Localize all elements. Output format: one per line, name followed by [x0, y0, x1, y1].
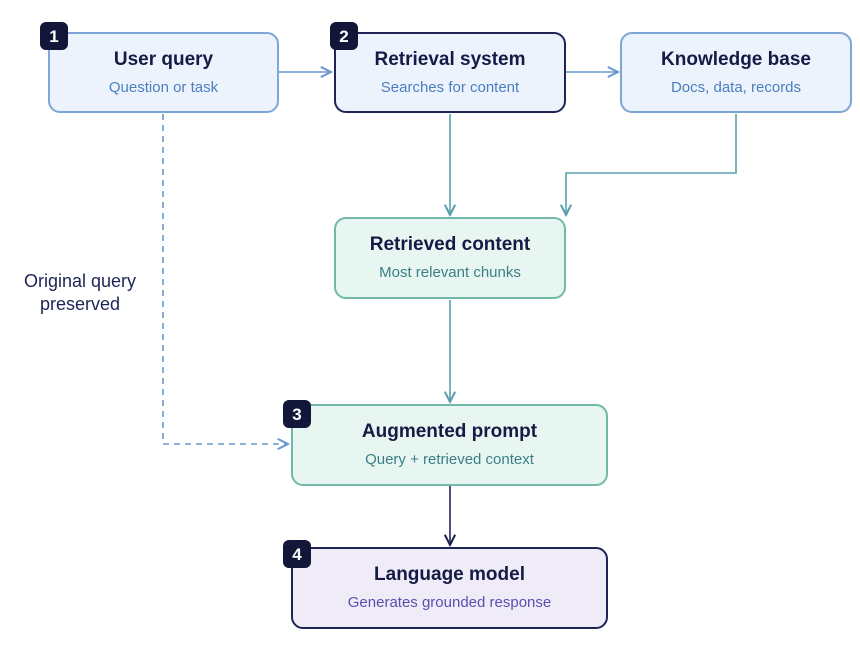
node-augmented-prompt: Augmented prompt Query + retrieved conte… [291, 404, 608, 486]
dashed-path-label-line1: Original query [23, 271, 137, 291]
node-retrieval-system: Retrieval system Searches for content [334, 32, 566, 113]
node-knowledge-base: Knowledge base Docs, data, records [620, 32, 852, 113]
step-badge-2: 2 [330, 22, 358, 50]
node-subtitle: Most relevant chunks [379, 264, 521, 281]
node-subtitle: Generates grounded response [347, 594, 552, 611]
node-title: Augmented prompt [361, 421, 538, 442]
node-title: Language model [374, 564, 525, 585]
dashed-path-label: Original query preserved [10, 270, 150, 316]
node-language-model: Language model Generates grounded respon… [291, 547, 608, 629]
node-subtitle: Query + retrieved context [365, 451, 534, 468]
node-subtitle: Question or task [108, 78, 219, 96]
node-retrieved-content: Retrieved content Most relevant chunks [334, 217, 566, 299]
node-title: Retrieval system [374, 48, 526, 70]
node-title: Retrieved content [369, 234, 531, 255]
node-user-query: User query Question or task [48, 32, 279, 113]
arrow-query-preserved-dashed [162, 114, 288, 444]
dashed-path-label-line2: preserved [39, 294, 121, 314]
step-badge-3: 3 [283, 400, 311, 428]
node-subtitle: Searches for content [380, 78, 520, 96]
node-subtitle: Docs, data, records [670, 78, 802, 96]
node-title: User query [113, 48, 214, 70]
step-badge-4: 4 [283, 540, 311, 568]
arrow-knowledge-to-content [566, 114, 737, 215]
node-title: Knowledge base [661, 48, 811, 70]
step-badge-1: 1 [40, 22, 68, 50]
